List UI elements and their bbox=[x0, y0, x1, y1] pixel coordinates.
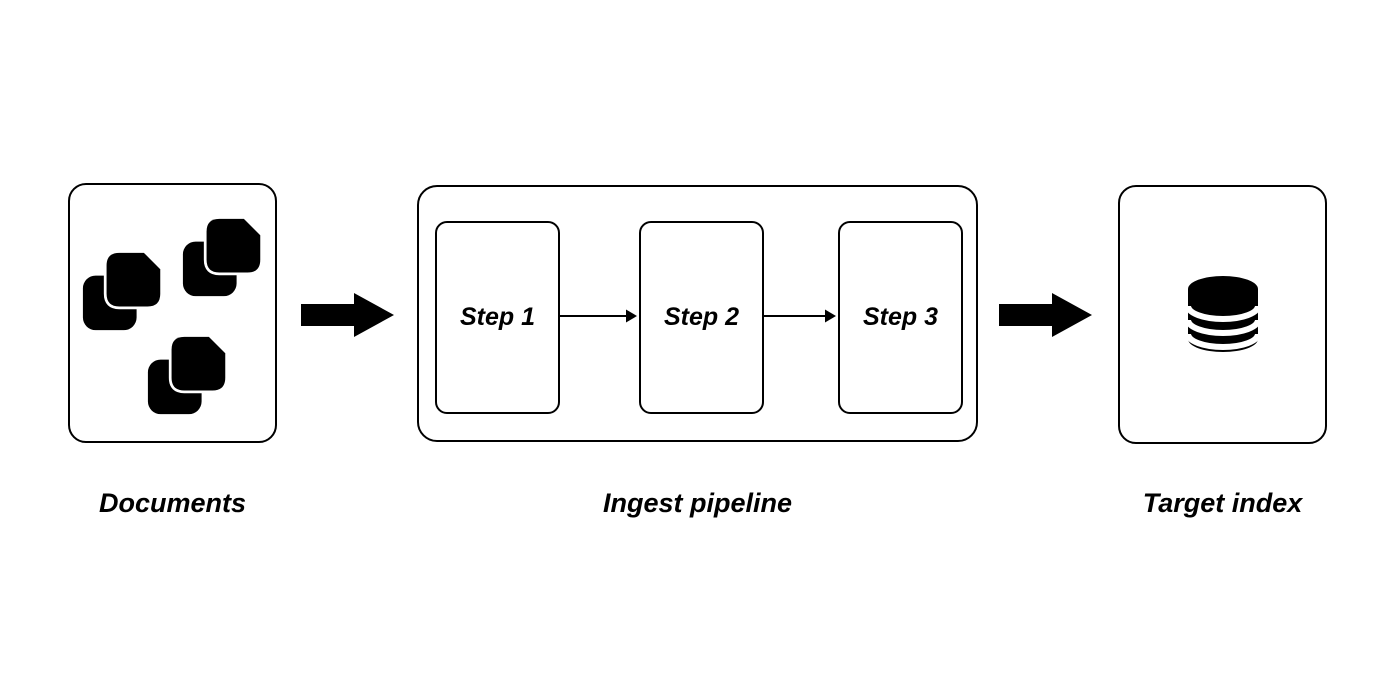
target-index-label: Target index bbox=[1142, 488, 1303, 518]
document-stack-icon bbox=[148, 337, 225, 414]
right-arrow-icon bbox=[301, 293, 394, 337]
pipeline-step-2: Step 2 bbox=[639, 221, 764, 414]
document-stack-icon bbox=[83, 253, 160, 330]
step-1-label: Step 1 bbox=[459, 303, 536, 331]
ingest-pipeline-node: Step 1 Step 2 Step 3 bbox=[417, 185, 978, 442]
documents-label: Documents bbox=[98, 488, 247, 518]
pipeline-step-3: Step 3 bbox=[838, 221, 963, 414]
right-arrow-icon bbox=[999, 293, 1092, 337]
ingest-pipeline-label: Ingest pipeline bbox=[602, 488, 793, 518]
documents-node bbox=[68, 183, 277, 443]
step-3-label: Step 3 bbox=[862, 303, 939, 331]
database-icon bbox=[1186, 275, 1259, 352]
thin-right-arrow-icon bbox=[764, 309, 836, 323]
document-stack-icons bbox=[70, 185, 275, 441]
pipeline-step-1: Step 1 bbox=[435, 221, 560, 414]
document-stack-icon bbox=[183, 219, 260, 296]
target-index-node bbox=[1118, 185, 1327, 444]
step-2-label: Step 2 bbox=[663, 303, 740, 331]
thin-right-arrow-icon bbox=[559, 309, 637, 323]
